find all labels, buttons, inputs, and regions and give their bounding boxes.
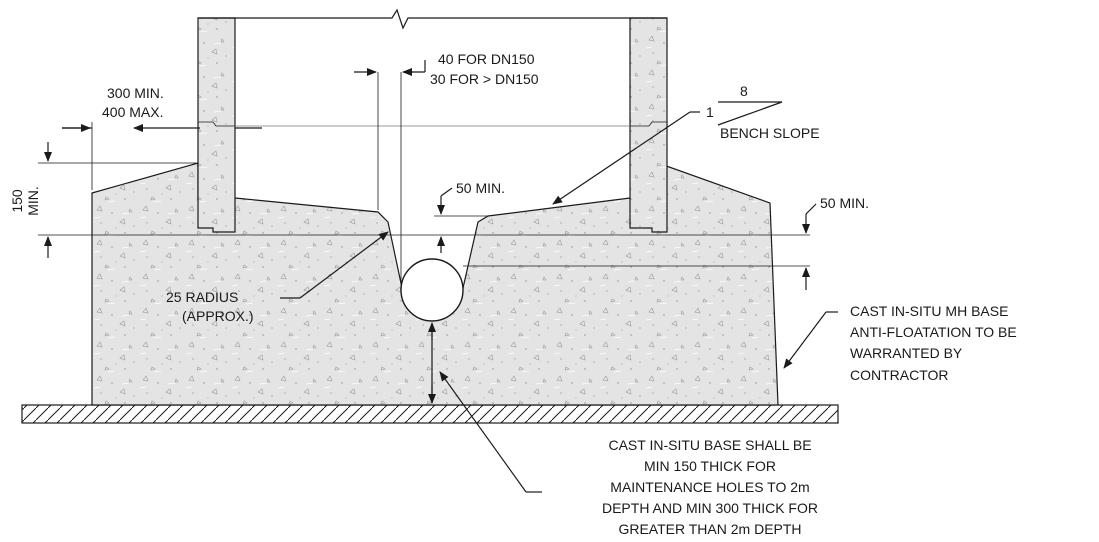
bench-slope-leader xyxy=(552,101,783,205)
label-radius-2: (APPROX.) xyxy=(182,308,254,324)
base-note-leader xyxy=(783,311,838,369)
base-note: CAST IN-SITU MH BASE ANTI-FLOATATION TO … xyxy=(850,303,1017,383)
base-note-line-3: WARRANTED BY xyxy=(850,345,963,361)
bench-min-right-dimension xyxy=(463,203,817,290)
label-vertical-min-1: 150 xyxy=(9,189,25,213)
wall-thickness-dimension xyxy=(62,122,262,190)
label-channel-clearance-1: 40 FOR DN150 xyxy=(438,51,535,67)
thickness-note-line-2: MIN 150 THICK FOR xyxy=(644,458,776,474)
manhole-wall-right xyxy=(629,17,668,233)
base-thickness-dimension xyxy=(428,322,542,493)
label-bench-slope: BENCH SLOPE xyxy=(720,125,820,141)
label-bench-min-left: 50 MIN. xyxy=(456,180,505,196)
thickness-note-line-3: MAINTENANCE HOLES TO 2m xyxy=(610,479,809,495)
pipe xyxy=(400,258,464,322)
label-wall-thickness-2: 400 MAX. xyxy=(102,104,163,120)
thickness-note-line-4: DEPTH AND MIN 300 THICK FOR xyxy=(602,500,818,516)
thickness-note-line-1: CAST IN-SITU BASE SHALL BE xyxy=(608,437,811,453)
thickness-note: CAST IN-SITU BASE SHALL BE MIN 150 THICK… xyxy=(602,437,818,537)
thickness-note-line-5: GREATER THAN 2m DEPTH xyxy=(618,521,801,537)
ground-hatch xyxy=(21,404,839,424)
manhole-wall-left xyxy=(197,17,236,233)
channel-clearance-dimension xyxy=(354,60,426,285)
label-channel-clearance-2: 30 FOR > DN150 xyxy=(430,71,539,87)
base-note-line-1: CAST IN-SITU MH BASE xyxy=(850,303,1008,319)
label-bench-min-right: 50 MIN. xyxy=(820,195,869,211)
break-line xyxy=(198,8,667,30)
label-radius-1: 25 RADIUS xyxy=(166,289,238,305)
base-note-line-2: ANTI-FLOATATION TO BE xyxy=(850,324,1017,340)
vertical-min-dimension xyxy=(38,142,810,258)
radius-leader xyxy=(280,231,389,299)
label-slope-rise: 1 xyxy=(706,104,714,120)
base-note-line-4: CONTRACTOR xyxy=(850,367,949,383)
slope-symbol xyxy=(717,101,783,126)
label-vertical-min-2: MIN. xyxy=(25,186,41,216)
label-wall-thickness-1: 300 MIN. xyxy=(107,85,164,101)
label-slope-run: 8 xyxy=(740,83,748,99)
bench-min-left-dimension xyxy=(434,187,488,253)
